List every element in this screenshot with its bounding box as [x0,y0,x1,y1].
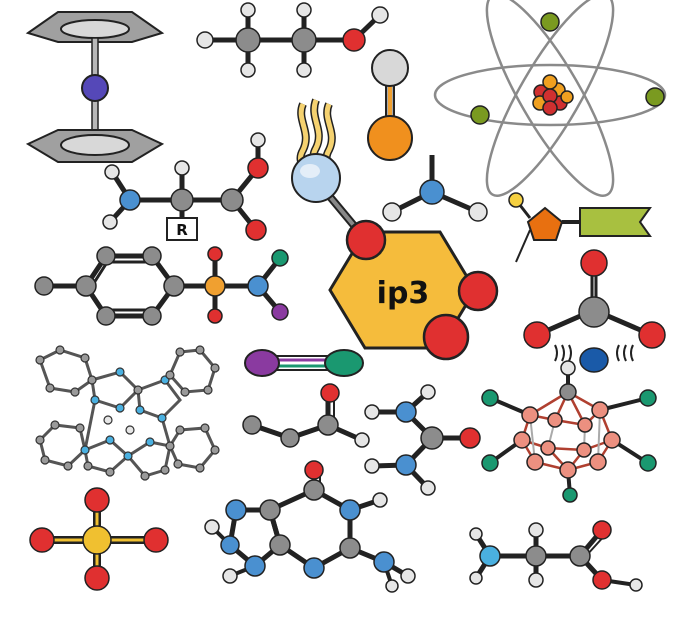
sulfonyl-molecule-icon [34,246,289,326]
phosphate-probe-icon [367,49,413,161]
amino-acid-molecule-icon: R [102,132,269,241]
r-group-label: R [176,221,188,239]
atom-icon [433,0,667,197]
glycine-molecule-icon [469,520,643,592]
sulfate-molecule-icon [29,487,169,591]
carbonate-molecule-icon [523,249,666,373]
ip3-label: ip3 [377,276,430,311]
urea-molecule-icon [364,384,481,496]
guanine-molecule-icon [204,460,416,593]
interhalogen-molecule-icon [244,349,364,377]
ferrocene-molecule-icon [25,11,165,163]
ip3-molecule-icon: ip3 [291,98,499,361]
porphyrin-molecule-icon [35,345,220,481]
ammonia-molecule-icon [382,155,488,222]
ethanol-molecule-icon [196,2,389,78]
carborane-cluster-icon [481,360,657,503]
lipid-anchor-icon [508,192,652,263]
ketone-molecule-icon [242,383,370,448]
